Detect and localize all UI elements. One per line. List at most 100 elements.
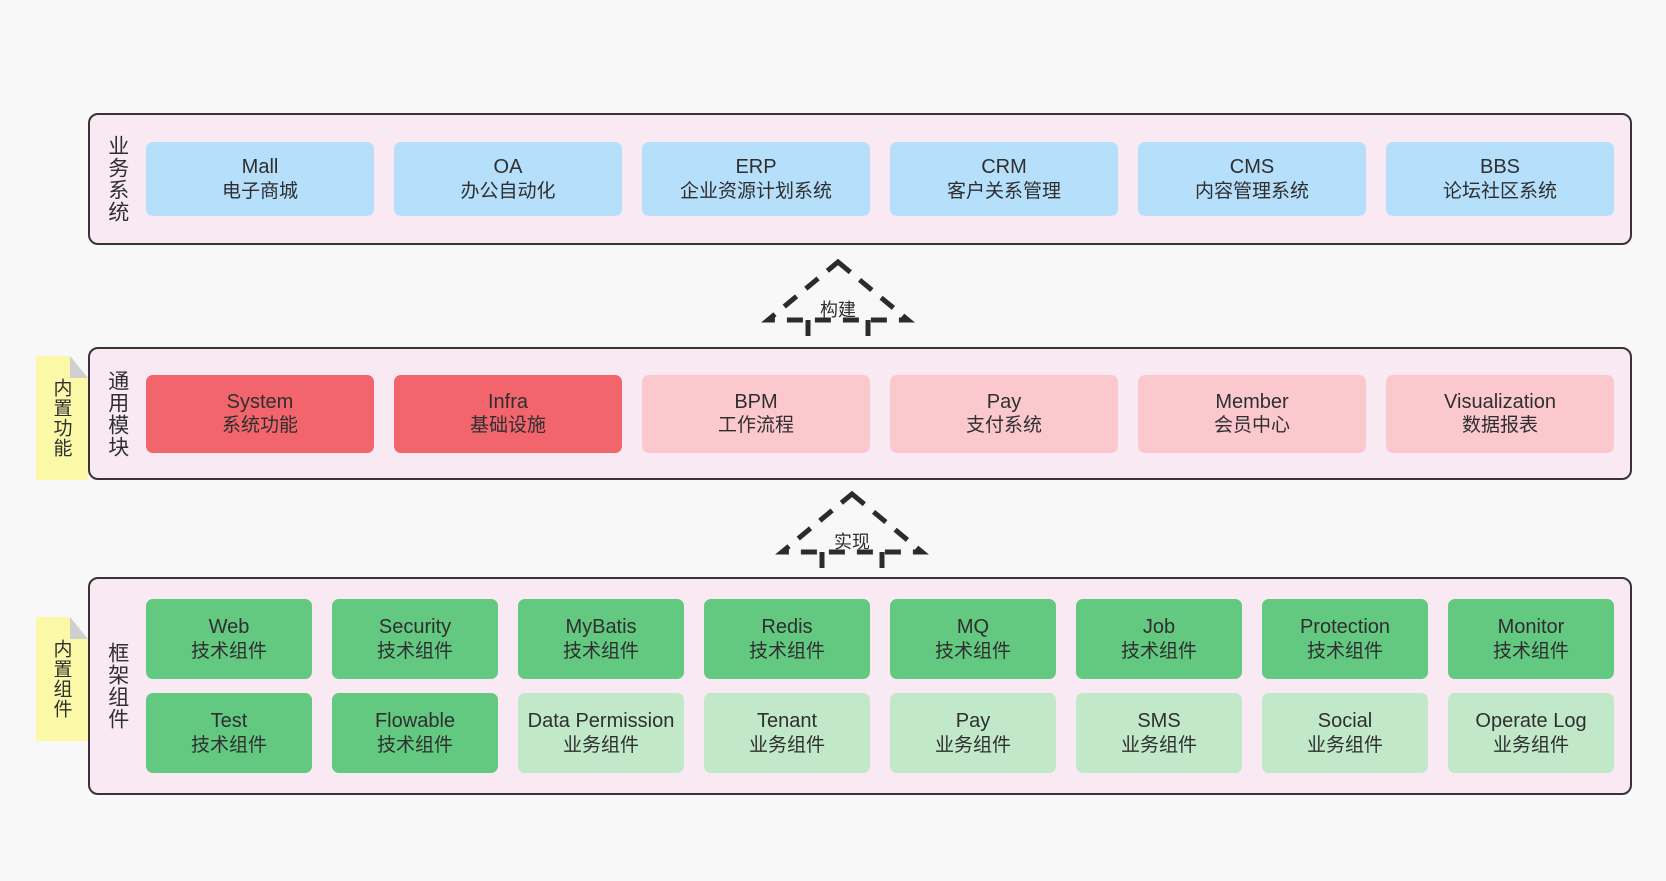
- card-pay-component[interactable]: Pay 业务组件: [890, 693, 1056, 773]
- card-erp[interactable]: ERP 企业资源计划系统: [642, 142, 870, 216]
- card-pay[interactable]: Pay 支付系统: [890, 374, 1118, 453]
- note-fold-icon: [70, 617, 88, 639]
- card-crm[interactable]: CRM 客户关系管理: [890, 142, 1118, 216]
- card-bbs-cn: 论坛社区系统: [1442, 179, 1557, 202]
- card-data-permission[interactable]: Data Permission 业务组件: [518, 693, 684, 773]
- card-operate-log-cn: 业务组件: [1492, 733, 1569, 756]
- arrow-build-head: [761, 258, 915, 323]
- card-monitor-en: Monitor: [1497, 616, 1565, 639]
- arrow-build: 构建: [748, 258, 928, 354]
- card-security-en: Security: [378, 616, 452, 639]
- layer-title-common-module: 通用模块: [105, 369, 130, 458]
- card-flowable-en: Flowable: [374, 710, 456, 733]
- card-mall[interactable]: Mall 电子商城: [146, 142, 374, 216]
- card-infra-cn: 基础设施: [469, 414, 546, 437]
- card-bpm[interactable]: BPM 工作流程: [642, 374, 870, 453]
- card-cms-en: CMS: [1229, 156, 1275, 179]
- card-mall-cn: 电子商城: [221, 179, 298, 202]
- card-bbs-en: BBS: [1479, 156, 1521, 179]
- card-social-cn: 业务组件: [1306, 733, 1383, 756]
- business-system-card-row: Mall 电子商城 OA 办公自动化 ERP 企业资源计划系统 CRM 客户关系…: [146, 142, 1614, 216]
- card-mybatis[interactable]: MyBatis 技术组件: [518, 599, 684, 679]
- layer-body-common-module: System 系统功能 Infra 基础设施 BPM 工作流程 Pay 支付系统…: [144, 349, 1630, 478]
- card-member-en: Member: [1215, 390, 1289, 413]
- card-pay-en: Pay: [986, 390, 1022, 413]
- card-bpm-cn: 工作流程: [717, 414, 794, 437]
- card-mall-en: Mall: [241, 156, 279, 179]
- card-pay-component-en: Pay: [955, 710, 991, 733]
- layer-common-module: 通用模块 System 系统功能 Infra 基础设施 BPM 工作流程 Pay: [88, 347, 1632, 480]
- card-system[interactable]: System 系统功能: [146, 374, 374, 453]
- card-cms[interactable]: CMS 内容管理系统: [1138, 142, 1366, 216]
- card-member[interactable]: Member 会员中心: [1138, 374, 1366, 453]
- card-pay-component-cn: 业务组件: [934, 733, 1011, 756]
- card-tenant[interactable]: Tenant 业务组件: [704, 693, 870, 773]
- arrow-realize-head: [775, 490, 929, 555]
- framework-tech-card-row: Web 技术组件 Security 技术组件 MyBatis 技术组件 Redi…: [146, 599, 1614, 679]
- card-flowable[interactable]: Flowable 技术组件: [332, 693, 498, 773]
- card-visualization-cn: 数据报表: [1461, 414, 1538, 437]
- card-visualization-en: Visualization: [1444, 390, 1556, 413]
- note-builtin-component-label: 内置组件: [50, 639, 73, 719]
- card-social[interactable]: Social 业务组件: [1262, 693, 1428, 773]
- card-oa-cn: 办公自动化: [460, 179, 556, 202]
- card-job[interactable]: Job 技术组件: [1076, 599, 1242, 679]
- card-sms-en: SMS: [1137, 710, 1181, 733]
- card-flowable-cn: 技术组件: [376, 733, 453, 756]
- card-infra-en: Infra: [487, 390, 529, 413]
- card-test-en: Test: [210, 710, 248, 733]
- card-sms[interactable]: SMS 业务组件: [1076, 693, 1242, 773]
- card-erp-cn: 企业资源计划系统: [679, 179, 832, 202]
- card-protection-en: Protection: [1299, 616, 1391, 639]
- card-oa-en: OA: [493, 156, 523, 179]
- card-security-cn: 技术组件: [376, 639, 453, 662]
- card-web-cn: 技术组件: [190, 639, 267, 662]
- card-job-cn: 技术组件: [1120, 639, 1197, 662]
- card-system-en: System: [226, 390, 294, 413]
- card-infra[interactable]: Infra 基础设施: [394, 374, 622, 453]
- card-test-cn: 技术组件: [190, 733, 267, 756]
- common-module-card-row: System 系统功能 Infra 基础设施 BPM 工作流程 Pay 支付系统…: [146, 374, 1614, 453]
- card-redis-en: Redis: [761, 616, 813, 639]
- card-monitor[interactable]: Monitor 技术组件: [1448, 599, 1614, 679]
- note-fold-icon: [70, 356, 88, 378]
- card-system-cn: 系统功能: [221, 414, 298, 437]
- card-bbs[interactable]: BBS 论坛社区系统: [1386, 142, 1614, 216]
- note-builtin-component: 内置组件: [36, 617, 88, 741]
- card-mybatis-cn: 技术组件: [562, 639, 639, 662]
- framework-business-card-row: Test 技术组件 Flowable 技术组件 Data Permission …: [146, 693, 1614, 773]
- card-web[interactable]: Web 技术组件: [146, 599, 312, 679]
- card-operate-log[interactable]: Operate Log 业务组件: [1448, 693, 1614, 773]
- card-protection[interactable]: Protection 技术组件: [1262, 599, 1428, 679]
- card-social-en: Social: [1317, 710, 1373, 733]
- card-mq-en: MQ: [956, 616, 990, 639]
- arrow-realize: 实现: [762, 490, 942, 586]
- card-oa[interactable]: OA 办公自动化: [394, 142, 622, 216]
- layer-body-business-system: Mall 电子商城 OA 办公自动化 ERP 企业资源计划系统 CRM 客户关系…: [144, 115, 1630, 243]
- card-protection-cn: 技术组件: [1306, 639, 1383, 662]
- layer-title-framework-component: 框架组件: [105, 642, 130, 730]
- note-builtin-feature-label: 内置功能: [50, 378, 73, 458]
- card-data-permission-cn: 业务组件: [562, 733, 639, 756]
- card-security[interactable]: Security 技术组件: [332, 599, 498, 679]
- layer-body-framework-component: Web 技术组件 Security 技术组件 MyBatis 技术组件 Redi…: [144, 579, 1630, 793]
- card-bpm-en: BPM: [734, 390, 778, 413]
- card-redis-cn: 技术组件: [748, 639, 825, 662]
- card-member-cn: 会员中心: [1213, 414, 1290, 437]
- card-mq-cn: 技术组件: [934, 639, 1011, 662]
- card-pay-cn: 支付系统: [965, 414, 1042, 437]
- card-data-permission-en: Data Permission: [527, 710, 675, 733]
- card-redis[interactable]: Redis 技术组件: [704, 599, 870, 679]
- layer-business-system: 业务系统 Mall 电子商城 OA 办公自动化 ERP 企业资源计划系统 CRM: [88, 113, 1632, 245]
- card-tenant-en: Tenant: [756, 710, 818, 733]
- card-cms-cn: 内容管理系统: [1194, 179, 1309, 202]
- card-crm-cn: 客户关系管理: [946, 179, 1061, 202]
- card-web-en: Web: [208, 616, 250, 639]
- card-mq[interactable]: MQ 技术组件: [890, 599, 1056, 679]
- card-monitor-cn: 技术组件: [1492, 639, 1569, 662]
- card-visualization[interactable]: Visualization 数据报表: [1386, 374, 1614, 453]
- card-operate-log-en: Operate Log: [1475, 710, 1587, 733]
- card-test[interactable]: Test 技术组件: [146, 693, 312, 773]
- layer-title-business-system: 业务系统: [105, 135, 130, 223]
